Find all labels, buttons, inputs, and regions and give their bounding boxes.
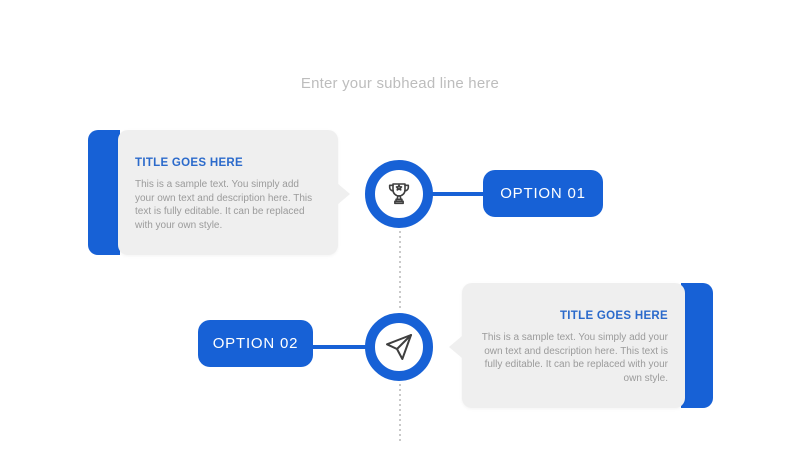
option-01-button[interactable]: OPTION 01 bbox=[483, 170, 603, 217]
timeline-node-1 bbox=[365, 160, 433, 228]
connector-node1-option1 bbox=[430, 192, 486, 196]
timeline-node-2 bbox=[365, 313, 433, 381]
card-pointer-right-card bbox=[449, 336, 462, 358]
card-body: This is a sample text. You simply add yo… bbox=[481, 332, 668, 384]
card-body: This is a sample text. You simply add yo… bbox=[135, 179, 313, 231]
card-pointer-left-card bbox=[337, 183, 350, 205]
paper-plane-icon bbox=[383, 331, 415, 363]
info-card-right: TITLE GOES HERE This is a sample text. Y… bbox=[462, 283, 685, 408]
trophy-icon bbox=[383, 178, 415, 210]
card-accent-bar-left bbox=[88, 130, 120, 255]
card-title: TITLE GOES HERE bbox=[559, 310, 668, 322]
subhead-text: Enter your subhead line here bbox=[300, 75, 500, 92]
card-title: TITLE GOES HERE bbox=[135, 157, 244, 169]
timeline-dotted-line-lower bbox=[399, 384, 401, 441]
timeline-dotted-line-upper bbox=[399, 231, 401, 311]
card-accent-bar-right bbox=[681, 283, 713, 408]
option-02-button[interactable]: OPTION 02 bbox=[198, 320, 313, 367]
info-card-left: TITLE GOES HERE This is a sample text. Y… bbox=[118, 130, 338, 255]
connector-option2-node2 bbox=[310, 345, 368, 349]
